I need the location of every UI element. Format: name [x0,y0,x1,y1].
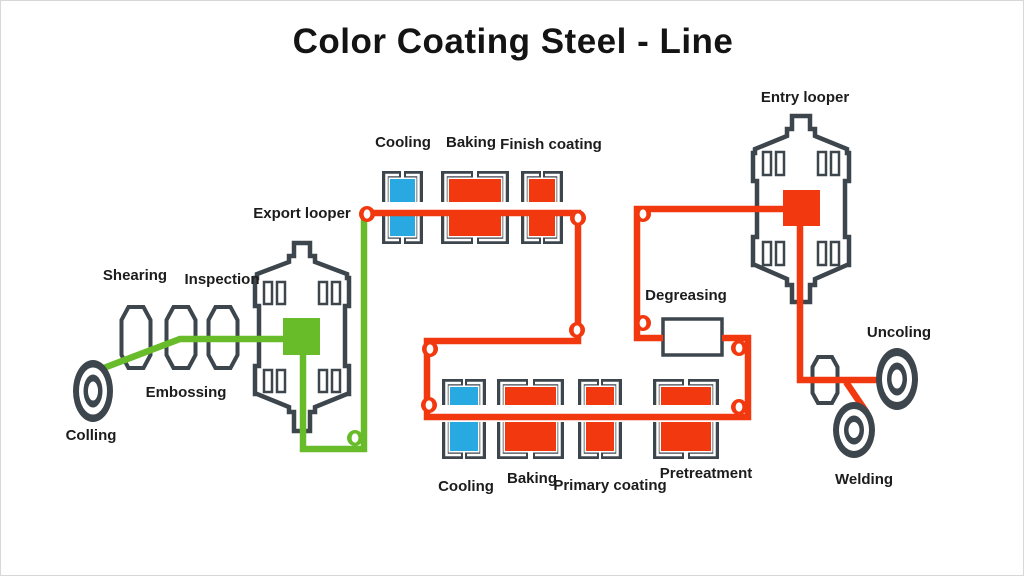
label-shearing: Shearing [102,267,168,284]
label-uncoling: Uncoling [866,324,932,341]
coil-uncoling [876,348,918,410]
roller [635,206,651,222]
strip-line-green [99,215,368,453]
deflector-rollers [347,206,747,446]
label-baking-bottom: Baking [506,470,558,487]
label-export-looper: Export looper [253,205,351,222]
roller [570,210,586,226]
export-looper-rollers [262,280,342,394]
roller [359,206,375,222]
furnace-finish-coating [520,171,564,244]
entry-looper-rollers [761,150,841,267]
roller [635,315,651,331]
furnace-cooling-top [381,171,424,244]
label-finish-coating: Finish coating [500,136,602,153]
roller [731,399,747,415]
label-pretreatment: Pretreatment [659,465,753,482]
roller [731,340,747,356]
coil-welding [833,402,875,458]
roller [422,341,438,357]
roller [347,430,363,446]
label-inspection: Inspection [184,271,260,288]
furnace-baking-top [440,171,510,244]
degreasing-tank [661,317,724,357]
roller [569,322,585,338]
label-cooling-bottom: Cooling [438,478,494,495]
page-title: Color Coating Steel - Line [292,22,734,61]
label-embossing: Embossing [145,384,227,401]
strip-line-red [367,205,884,421]
label-welding: Welding [834,471,894,488]
label-cooling-top: Cooling [375,134,431,151]
looper-car-green [283,318,320,355]
label-entry-looper: Entry looper [760,89,850,106]
label-degreasing: Degreasing [645,287,727,304]
roller [421,397,437,413]
label-baking-top: Baking [445,134,497,151]
coil-colling [73,360,113,422]
label-colling: Colling [65,427,117,444]
looper-car-red [783,190,820,226]
label-primary-coating: Primary coating [553,477,667,494]
